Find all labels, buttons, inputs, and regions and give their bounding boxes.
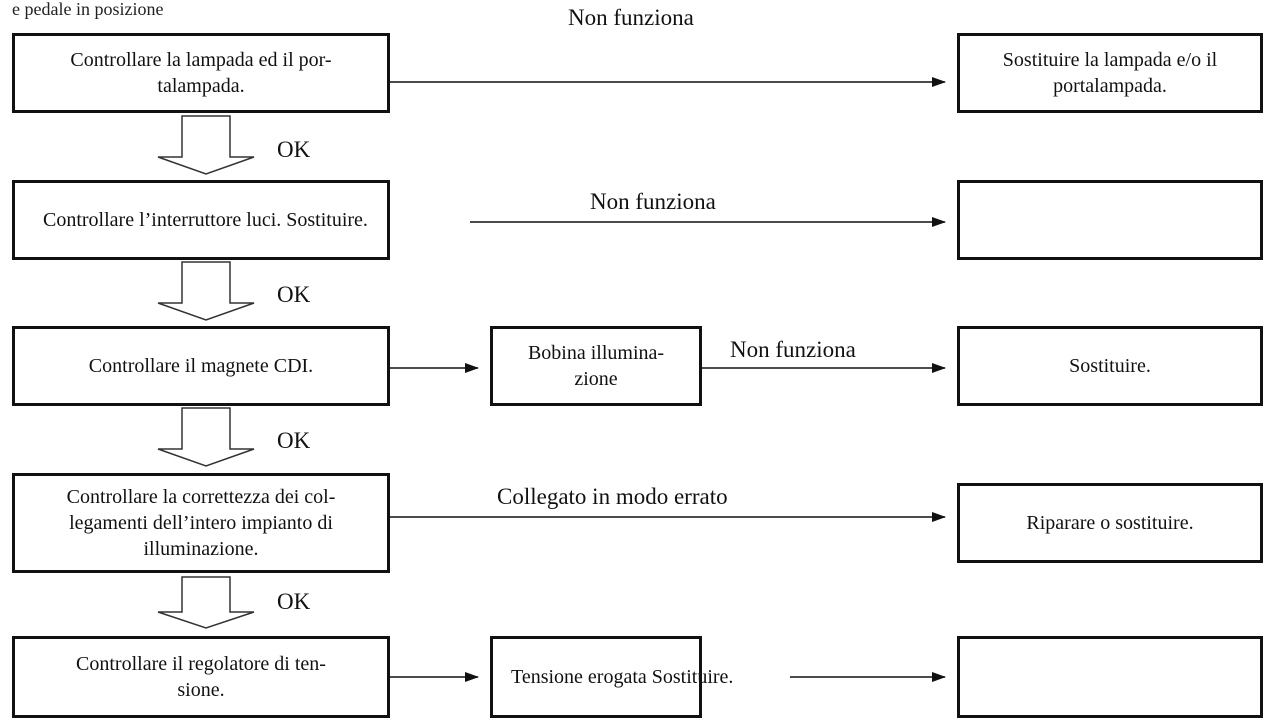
middle-text-tensione: Tensione erogata Sostituire. <box>511 666 734 688</box>
middle-box-bobina: Bobina illumina- zione <box>490 326 702 406</box>
arrow-label-row1: Non funziona <box>568 5 694 30</box>
step-box-1: Controllare la lampada ed il por- talamp… <box>12 33 390 113</box>
step-box-4: Controllare la correttezza dei col- lega… <box>12 473 390 573</box>
down-arrow-1 <box>157 115 255 175</box>
middle-box-tensione: Tensione erogata Sostituire. <box>490 636 733 718</box>
step-text-3: Controllare il magnete CDI. <box>88 355 314 377</box>
ok-label-2: OK <box>277 282 311 307</box>
step-box-2: Controllare l’interruttore luci. Sostitu… <box>12 180 390 260</box>
result-text-3: Sostituire. <box>1069 355 1151 377</box>
step-text-1: Controllare la lampada ed il por- talamp… <box>70 49 332 97</box>
ok-label-1: OK <box>277 137 311 162</box>
result-box-3: Sostituire. <box>957 326 1263 406</box>
result-box-4: Riparare o sostituire. <box>957 483 1263 563</box>
ok-label-4: OK <box>277 589 311 614</box>
arrow-label-row2: Non funziona <box>590 189 716 214</box>
step-box-5: Controllare il regolatore di ten- sione. <box>12 636 390 718</box>
arrow-label-row3: Non funziona <box>730 337 856 362</box>
down-arrow-2 <box>157 261 255 321</box>
step-text-2: Controllare l’interruttore luci. Sostitu… <box>43 209 368 231</box>
step-box-3: Controllare il magnete CDI. <box>12 326 390 406</box>
ok-label-3: OK <box>277 428 311 453</box>
result-box-2 <box>957 180 1263 260</box>
middle-text-bobina: Bobina illumina- zione <box>527 342 665 390</box>
step-text-4: Controllare la correttezza dei col- lega… <box>66 486 336 560</box>
result-box-5 <box>957 636 1263 718</box>
down-arrow-3 <box>157 407 255 467</box>
down-arrow-4 <box>157 576 255 629</box>
result-box-1: Sostituire la lampada e/o il portalampad… <box>957 33 1263 113</box>
result-text-1: Sostituire la lampada e/o il portalampad… <box>1002 49 1218 97</box>
arrow-label-row4: Collegato in modo errato <box>497 484 728 509</box>
header-fragment: e pedale in posizione <box>12 0 164 19</box>
result-text-4: Riparare o sostituire. <box>1026 512 1194 534</box>
step-text-5: Controllare il regolatore di ten- sione. <box>76 653 326 701</box>
